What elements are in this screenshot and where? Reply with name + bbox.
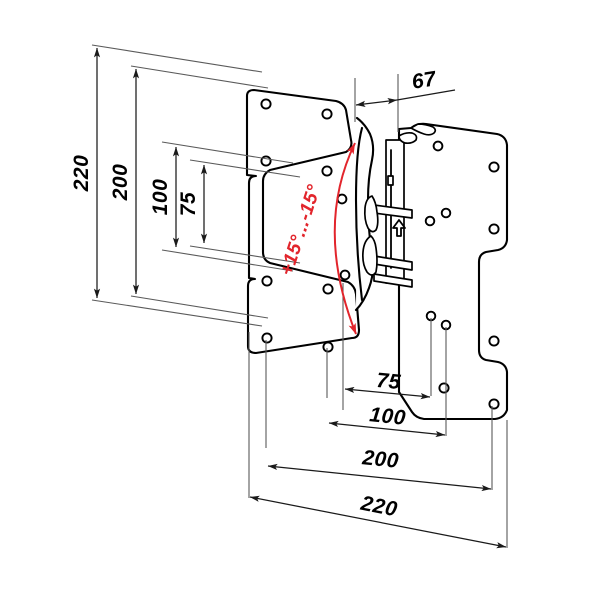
- dimension-label: 75: [177, 192, 200, 216]
- mounting-hole: [488, 161, 500, 173]
- mounting-hole: [488, 223, 500, 235]
- vesa-hole: [321, 108, 333, 120]
- vesa-hole: [321, 165, 333, 177]
- dimension-label: 200: [360, 446, 400, 473]
- vesa-hole: [336, 193, 348, 205]
- dimension-v100: 100: [149, 146, 180, 248]
- vertical-dimensions: 220 200 100 75: [70, 47, 208, 299]
- up-arrow-icon: [392, 219, 406, 237]
- extension-lines: [91, 44, 508, 548]
- mounting-hole: [488, 335, 500, 347]
- dimension-label: 67: [410, 67, 438, 94]
- dimension-h75: 75: [344, 369, 431, 400]
- dimension-h200: 200: [267, 446, 492, 492]
- dimension-h100: 100: [328, 403, 446, 438]
- mounting-hole: [424, 215, 436, 227]
- dimension-v75: 75: [177, 164, 208, 244]
- dimension-label: 200: [109, 164, 132, 202]
- wall-mount-plate: [397, 122, 509, 421]
- mounting-hole: [440, 207, 452, 219]
- dimension-label: 100: [149, 179, 172, 216]
- vesa-hole: [260, 98, 272, 110]
- pivot-hinge-assembly: [354, 116, 418, 312]
- dimension-label: 220: [70, 155, 93, 193]
- dimension-v220: 220: [70, 47, 101, 299]
- mounting-hole: [438, 382, 450, 394]
- vesa-hole: [322, 283, 334, 295]
- vesa-hole: [322, 341, 334, 353]
- dimension-v200: 200: [109, 68, 140, 295]
- vesa-hole: [261, 332, 273, 344]
- depth-dimension-67: 67: [355, 67, 456, 107]
- mounting-hole: [488, 398, 500, 410]
- mounting-hole: [432, 140, 444, 152]
- vesa-hole: [339, 269, 351, 281]
- dimension-label: 75: [375, 369, 401, 394]
- vesa-hole: [261, 275, 273, 287]
- tilt-range-arc: [333, 142, 357, 335]
- dimension-label: 100: [368, 403, 407, 430]
